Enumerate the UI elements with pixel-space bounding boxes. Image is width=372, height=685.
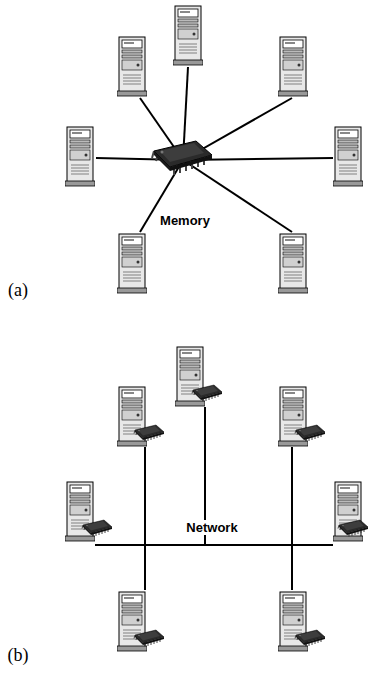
network-label: Network [184,520,239,535]
server-group-b [65,347,363,651]
part-label: (b) [8,645,29,666]
part-label: (a) [8,280,28,301]
local-memory-chips [82,385,368,647]
memory-chip [152,141,212,175]
memory-node: Memory [158,213,212,228]
node-label: Memory [158,213,212,228]
server-group-a [65,6,363,293]
